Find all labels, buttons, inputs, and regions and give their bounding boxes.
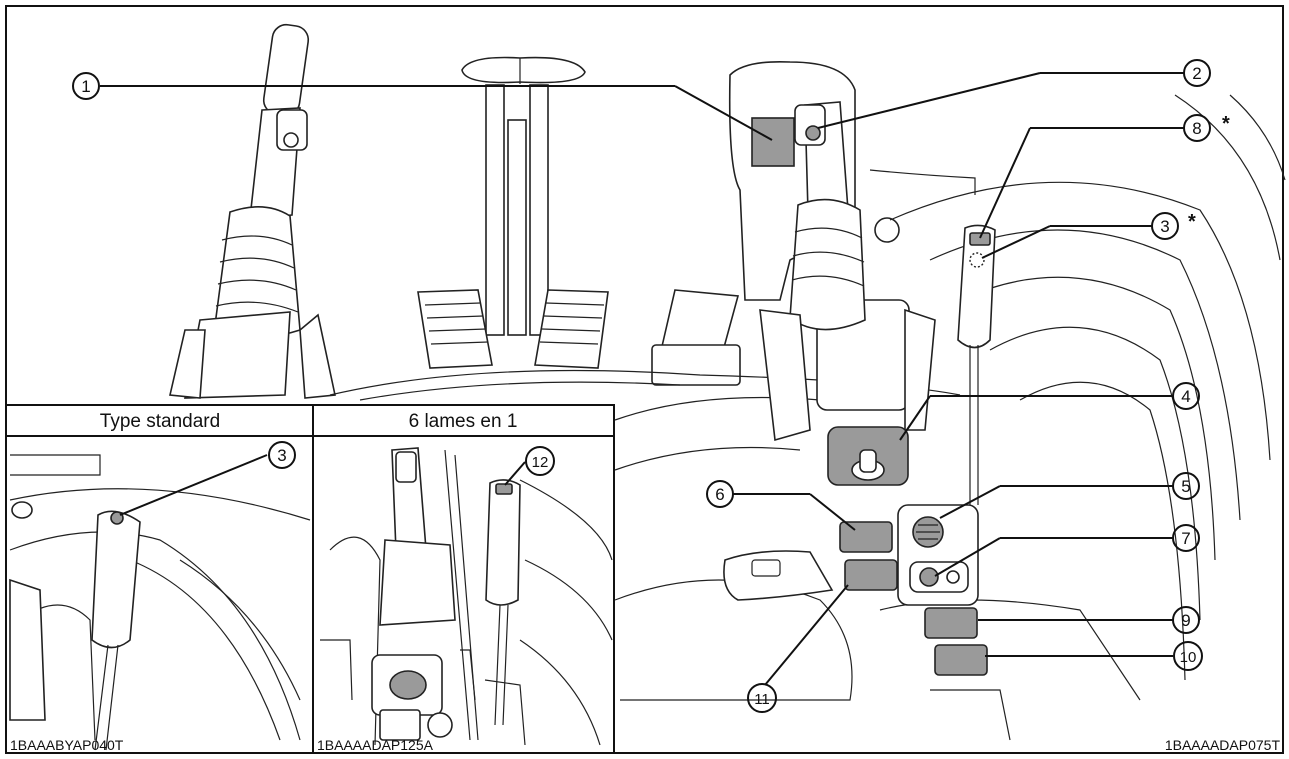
callout-1: 1 xyxy=(72,72,100,100)
callout-8-asterisk: * xyxy=(1222,113,1230,135)
callout-3: 3 * xyxy=(1151,211,1196,240)
callout-5: 5 xyxy=(1172,472,1200,500)
callout-2: 2 xyxy=(1183,59,1211,87)
inset-standard: Type standard 3 1BAAABYAP040T xyxy=(9,411,311,753)
inset-standard-callout-label: 3 xyxy=(277,446,286,465)
main-figure-code: 1BAAAADAP075T xyxy=(1165,737,1281,753)
inset-standard-code: 1BAAABYAP040T xyxy=(10,737,124,753)
callout-6: 6 xyxy=(706,480,734,508)
callout-4-label: 4 xyxy=(1181,387,1190,406)
callout-3-asterisk: * xyxy=(1188,211,1196,233)
callout-9-label: 9 xyxy=(1181,611,1190,630)
callout-2-label: 2 xyxy=(1192,64,1201,83)
wheel-fender xyxy=(869,94,1286,681)
leader-lines xyxy=(100,72,1184,686)
callout-1-label: 1 xyxy=(81,77,90,96)
callout-11-label: 11 xyxy=(754,691,770,708)
control-4-knob xyxy=(827,426,909,486)
inset-6-lames-callout-label: 12 xyxy=(532,454,549,471)
main-illustration xyxy=(169,23,1286,741)
callout-10: 10 xyxy=(1173,641,1203,671)
callout-10-label: 10 xyxy=(1180,649,1197,666)
callout-6-label: 6 xyxy=(715,485,724,504)
callout-8: 8 * xyxy=(1183,113,1230,142)
callout-8-label: 8 xyxy=(1192,119,1201,138)
right-tower xyxy=(728,60,936,442)
callout-4: 4 xyxy=(1172,382,1200,410)
inset-standard-title: Type standard xyxy=(100,411,220,432)
seat-console xyxy=(329,369,1141,741)
switch-panel xyxy=(839,504,988,676)
center-levers-pedals xyxy=(417,56,741,386)
inset-6-lames-code: 1BAAAADAP125A xyxy=(317,737,434,753)
inset-6-lames-title: 6 lames en 1 xyxy=(409,411,518,432)
callout-7-label: 7 xyxy=(1181,529,1190,548)
inset-panels: Type standard 3 1BAAABYAP040T 6 lames en… xyxy=(5,404,615,754)
callout-7: 7 xyxy=(1172,524,1200,552)
callout-3-label: 3 xyxy=(1160,217,1169,236)
inset-6-lames: 6 lames en 1 12 1BAAAADAP125A xyxy=(317,411,613,753)
callout-11: 11 xyxy=(747,683,777,713)
callout-9: 9 xyxy=(1172,606,1200,634)
callout-5-label: 5 xyxy=(1181,477,1190,496)
left-joystick xyxy=(169,23,336,399)
